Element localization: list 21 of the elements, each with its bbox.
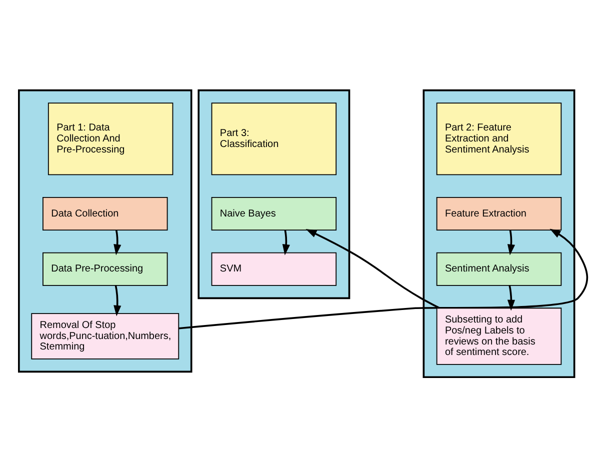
cluster	[422, 88, 576, 378]
arrow	[114, 284, 122, 316]
node-box: Naive Bayes	[211, 196, 337, 230]
arrow	[507, 284, 516, 310]
arrow	[306, 228, 440, 308]
node-box: SVM	[211, 252, 337, 286]
arrow	[507, 230, 516, 255]
node-box: Removal Of Stop words,Punc-tuation,Numbers, Stemming	[31, 312, 180, 359]
node-box: Part 2: Feature Extraction and Sentiment Analysis	[436, 102, 562, 175]
arrow	[178, 228, 588, 329]
node-box: Sentiment Analysis	[436, 252, 562, 286]
cluster	[18, 88, 192, 372]
node-box: Data Pre-Processing	[42, 252, 168, 286]
node-box: Data Collection	[42, 196, 168, 230]
arrow	[114, 230, 122, 255]
cluster	[198, 88, 350, 299]
node-box: Subsetting to add Pos/neg Labels to reviews on the basis of sentiment score.	[436, 307, 562, 364]
node-box: Part 3: Classification	[211, 102, 337, 175]
node-box: Part 1: Data Collection And Pre-Processing	[48, 102, 174, 175]
node-box: Feature Extraction	[436, 196, 562, 230]
arrow	[282, 230, 290, 255]
